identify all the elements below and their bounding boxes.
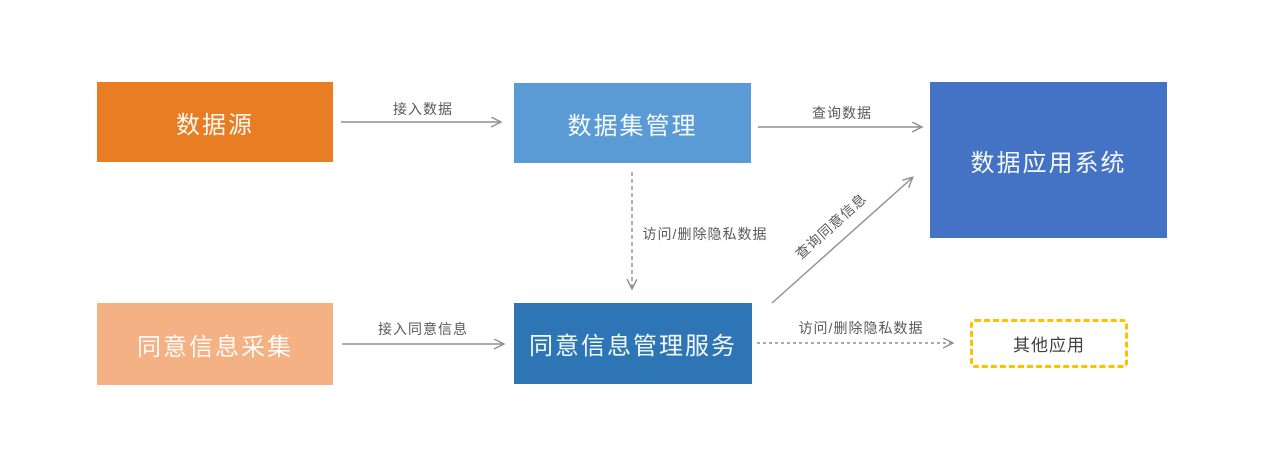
node-data-app-system: 数据应用系统	[930, 82, 1167, 238]
node-data-app-system-label: 数据应用系统	[970, 149, 1127, 177]
edge-label-access-delete-other: 访问/删除隐私数据	[798, 320, 924, 336]
edge-query-consent	[771, 178, 912, 304]
node-consent-management-service-label: 同意信息管理服务	[529, 333, 737, 360]
node-consent-collection: 同意信息采集	[97, 303, 333, 385]
node-consent-collection-label: 同意信息采集	[137, 333, 293, 361]
edge-label-ingest-data: 接入数据	[393, 101, 453, 117]
node-data-source: 数据源	[97, 82, 333, 162]
node-data-source-label: 数据源	[176, 111, 254, 139]
edge-label-access-delete-private: 访问/删除隐私数据	[642, 226, 768, 242]
node-consent-management-service: 同意信息管理服务	[514, 303, 752, 384]
node-dataset-management: 数据集管理	[514, 83, 751, 163]
node-other-apps: 其他应用	[970, 319, 1128, 368]
node-other-apps-label: 其他应用	[1013, 336, 1085, 355]
node-dataset-management-label: 数据集管理	[567, 112, 698, 140]
edge-label-query-data: 查询数据	[812, 105, 872, 121]
edge-label-ingest-consent: 接入同意信息	[378, 321, 468, 337]
